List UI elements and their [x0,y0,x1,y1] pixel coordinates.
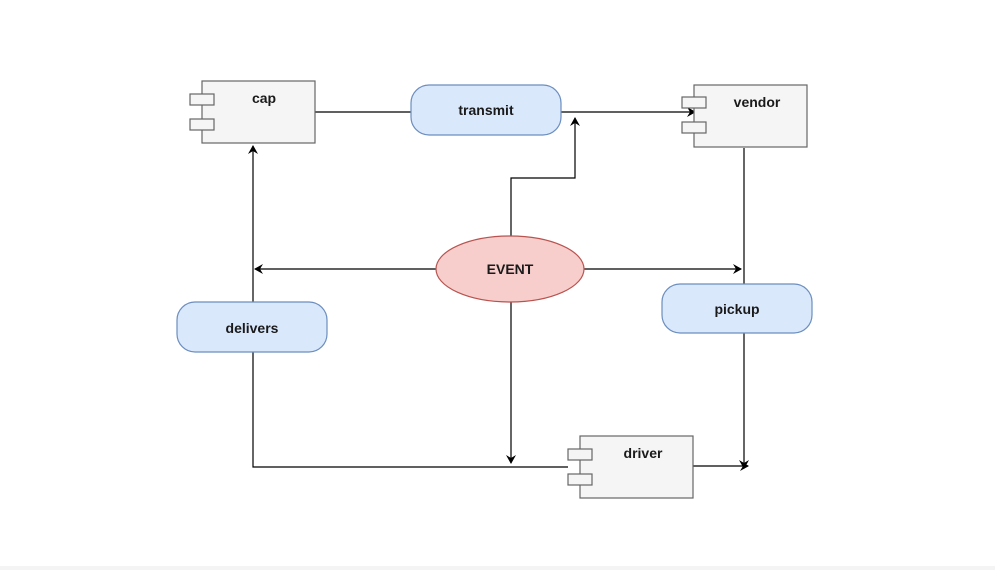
action-pickup-label: pickup [714,301,759,317]
action-transmit-box [410,84,562,136]
component-driver[interactable]: driver [567,435,694,499]
component-vendor-body [693,84,808,148]
component-cap[interactable]: cap [189,80,316,144]
component-driver-port-icon [567,473,593,486]
action-pickup-box [661,283,813,334]
edge-event-transmit [510,117,580,237]
action-pickup[interactable]: pickup [661,283,813,334]
edge-delivers-driver [252,352,568,468]
component-driver-port-icon [567,448,593,461]
bottom-strip [0,566,995,570]
action-transmit[interactable]: transmit [410,84,562,136]
component-cap-port-icon [189,93,215,106]
component-driver-label: driver [624,445,663,461]
action-delivers-label: delivers [226,320,279,336]
component-cap-port-icon [189,118,215,131]
component-vendor-port-icon [681,96,707,109]
event-label: EVENT [487,261,534,277]
component-cap-label: cap [252,90,276,106]
action-delivers-box [176,301,328,353]
edges [248,107,749,471]
component-vendor[interactable]: vendor [681,84,808,148]
event-ellipse [435,235,585,303]
component-cap-body [201,80,316,144]
component-driver-body [579,435,694,499]
component-vendor-label: vendor [734,94,781,110]
action-transmit-label: transmit [458,102,514,118]
action-delivers[interactable]: delivers [176,301,328,353]
event-node[interactable]: EVENT [435,235,585,303]
component-vendor-port-icon [681,121,707,134]
